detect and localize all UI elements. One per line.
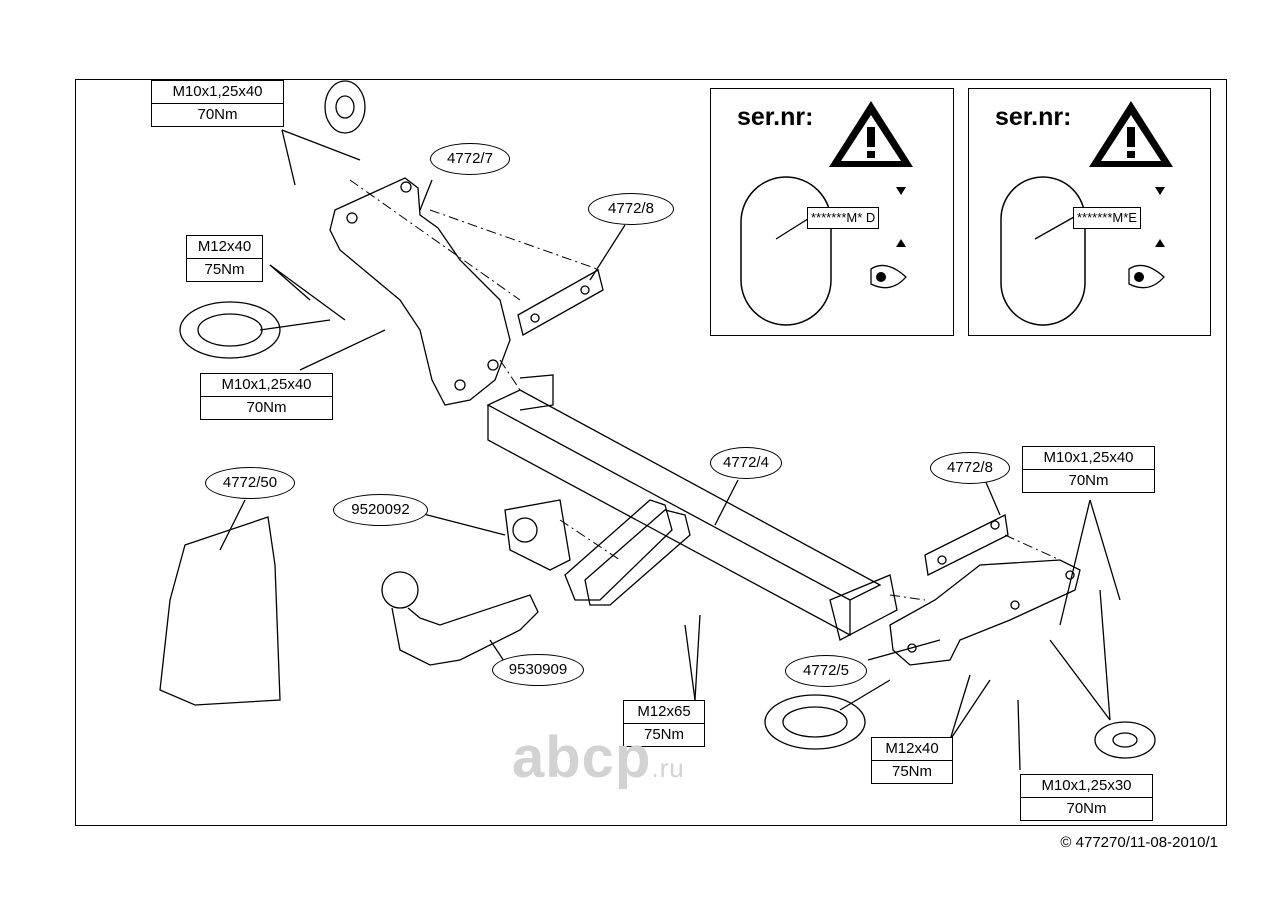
part-label-plate-right: 4772/8 [930, 452, 1010, 484]
serrated-washer-left [179, 301, 281, 359]
fastener-size: M12x40 [872, 738, 952, 761]
part-label-socket-plate: 9520092 [333, 494, 428, 526]
eye-icon [870, 264, 907, 289]
center-bracket-shape [564, 499, 673, 601]
copyright-note: © 477270/11-08-2010/1 [1060, 834, 1218, 851]
fastener-torque: 75Nm [204, 261, 245, 278]
bottom-flange-disc [1094, 721, 1156, 759]
crossbar-shape [486, 389, 882, 601]
part-label-towball: 9530909 [492, 654, 584, 686]
fastener-size: M10x1,25x40 [152, 81, 283, 104]
left-plate-shape [517, 269, 604, 336]
fastener-size: M10x1,25x40 [1023, 447, 1154, 470]
fastener-torque: 70Nm [246, 399, 287, 416]
serrated-washer-right [764, 694, 866, 750]
fastener-torque: 75Nm [891, 763, 932, 780]
fastener-size: M10x1,25x40 [201, 374, 332, 397]
top-flange-disc [324, 80, 366, 134]
fastener-label-top-left: M10x1,25x40 70Nm [151, 80, 284, 127]
serial-title: ser.nr: [995, 103, 1072, 131]
part-label-plate-left: 4772/8 [588, 193, 674, 225]
right-plate-shape [924, 514, 1009, 576]
diagram-frame [75, 79, 1227, 826]
left-bracket-shape [329, 177, 511, 406]
fastener-size: M12x65 [624, 701, 704, 724]
part-label-bracket-right: 4772/5 [785, 655, 867, 687]
fastener-torque: 70Nm [1066, 800, 1107, 817]
serial-panel-2: ser.nr: *******M*E [968, 88, 1211, 336]
warning-icon [740, 101, 913, 326]
part-label-fitting-kit: 4772/50 [205, 467, 295, 499]
fastener-size: M12x40 [187, 236, 262, 259]
fitting-kit-bag [159, 516, 281, 706]
fastener-label-right-lowest: M10x1,25x30 70Nm [1020, 774, 1153, 821]
fastener-label-center-bottom: M12x65 75Nm [623, 700, 705, 747]
serial-title: ser.nr: [737, 103, 814, 131]
fastener-torque: 70Nm [197, 106, 238, 123]
fastener-label-mid-left: M12x40 75Nm [186, 235, 263, 282]
serial-code: *******M* D [807, 207, 880, 229]
warning-icon [1000, 101, 1173, 326]
watermark-tld: .ru [651, 753, 685, 783]
fastener-label-right-bottom: M12x40 75Nm [871, 737, 953, 784]
serial-panel-1: ser.nr: *******M* D [710, 88, 954, 336]
serial-code: *******M*E [1073, 207, 1141, 229]
part-label-crossbar: 4772/4 [710, 447, 782, 479]
right-bracket-shape [889, 559, 1081, 666]
socket-plate-shape [504, 499, 571, 571]
watermark: abcp.ru [512, 724, 685, 791]
fastener-torque: 75Nm [643, 726, 684, 743]
part-label-bracket-left: 4772/7 [430, 143, 510, 175]
towball-shape [381, 571, 419, 609]
eye-icon [1128, 264, 1165, 289]
watermark-name: abcp [512, 725, 652, 790]
fastener-size: M10x1,25x30 [1021, 775, 1152, 798]
fastener-label-lower-left: M10x1,25x40 70Nm [200, 373, 333, 420]
fastener-label-right-top: M10x1,25x40 70Nm [1022, 446, 1155, 493]
fastener-torque: 70Nm [1068, 472, 1109, 489]
